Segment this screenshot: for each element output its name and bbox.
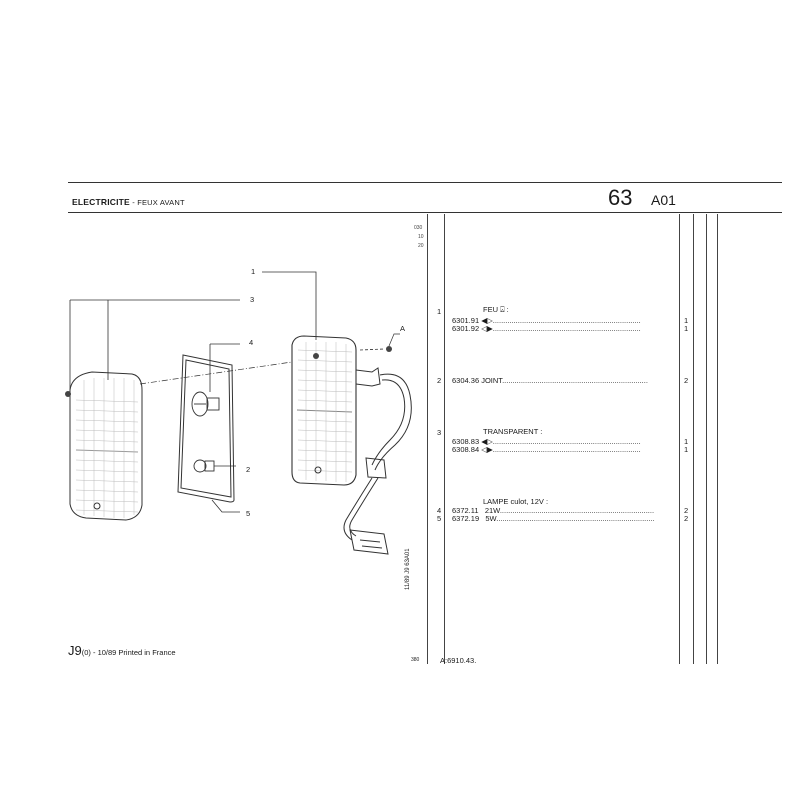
margin-code: 030 [414,225,423,231]
screw-a-icon [386,346,392,352]
title-separator: - [129,198,138,207]
part-ref: 6308.84 [452,445,480,454]
item-number: 1 [437,307,442,316]
part-ref: 6301.91 [452,316,480,325]
item-title: TRANSPARENT : [483,427,543,436]
title-main: ELECTRICITE [72,197,130,207]
section-number: 63 [608,185,633,210]
list-item: 6308.84 ◁▶..............................… [452,445,641,454]
list-item: 6304.36 JOINT...........................… [452,376,648,385]
title-subtitle: FEUX AVANT [137,198,185,207]
header-bottom-rule [68,212,782,213]
right-hand-arrow-icon: ◁▶ [481,324,493,333]
quantity: 2 [684,514,689,523]
transparent-lens [69,371,143,521]
wiring-harness [343,367,412,555]
left-hand-arrow-icon: ◀▷ [481,316,493,325]
callout-a: A [400,324,406,333]
part-ref: 6301.92 [452,324,480,333]
section-code: A01 [651,192,676,208]
header-top-rule [68,182,782,183]
printed-note: - 10/89 Printed in France [90,648,176,657]
list-item: 6372.11 21W.............................… [452,506,655,515]
part-label: JOINT [481,376,503,385]
doc-reference: A:6910.43. [440,656,477,665]
column-divider [693,214,694,664]
margin-code: 10 [418,234,424,240]
page-title: ELECTRICITE - FEUX AVANT [72,197,185,207]
quantity: 2 [684,376,689,385]
column-divider [427,214,428,664]
item-number: 2 [437,376,442,385]
margin-code: 380 [411,657,420,663]
item-title: LAMPE culot, 12V : [483,497,549,506]
quantity: 1 [684,437,689,446]
callout-3: 3 [250,295,255,304]
right-hand-arrow-icon: ◁▶ [481,445,493,454]
model-code: J9 [68,643,82,658]
lens-screw-hole [93,502,101,510]
model-sub: (0) [81,648,91,657]
quantity: 1 [684,445,689,454]
rotated-doc-code: 11/89 J9 63A01 [405,548,411,590]
list-item: 6372.19 5W..............................… [452,514,655,523]
column-divider [717,214,718,664]
list-item: 6308.83 ◀▷..............................… [452,437,641,446]
item-number: 4 [437,506,442,515]
bulb-21w-icon [191,391,220,417]
part-ref: 6372.11 [452,506,479,515]
column-divider [444,214,445,664]
headlamp-body [291,335,357,486]
part-label: 21W [484,506,500,515]
bulb-5w-icon [193,459,215,473]
list-item: 6301.92 ◁▶..............................… [452,324,641,333]
quantity: 1 [684,324,689,333]
callout-1: 1 [251,267,256,276]
screw-icon [65,391,71,397]
left-hand-arrow-icon: ◀▷ [481,437,493,446]
callout-2: 2 [246,465,251,474]
part-label: 5W [485,514,497,523]
gasket-frame [177,354,235,503]
item-number: 5 [437,514,442,523]
item-title: FEU ⍓ : [483,305,509,314]
item-number: 3 [437,428,442,437]
quantity: 1 [684,316,689,325]
callout-4: 4 [249,338,254,347]
part-ref: 6304.36 [452,376,480,385]
column-divider [706,214,707,664]
part-ref: 6372.19 [452,514,480,523]
callout-5: 5 [246,509,251,518]
margin-code: 20 [418,243,424,249]
part-ref: 6308.83 [452,437,480,446]
quantity: 2 [684,506,689,515]
column-divider [679,214,680,664]
footer-model: J9(0) - 10/89 Printed in France [68,643,176,658]
list-item: 6301.91 ◀▷..............................… [452,316,641,325]
